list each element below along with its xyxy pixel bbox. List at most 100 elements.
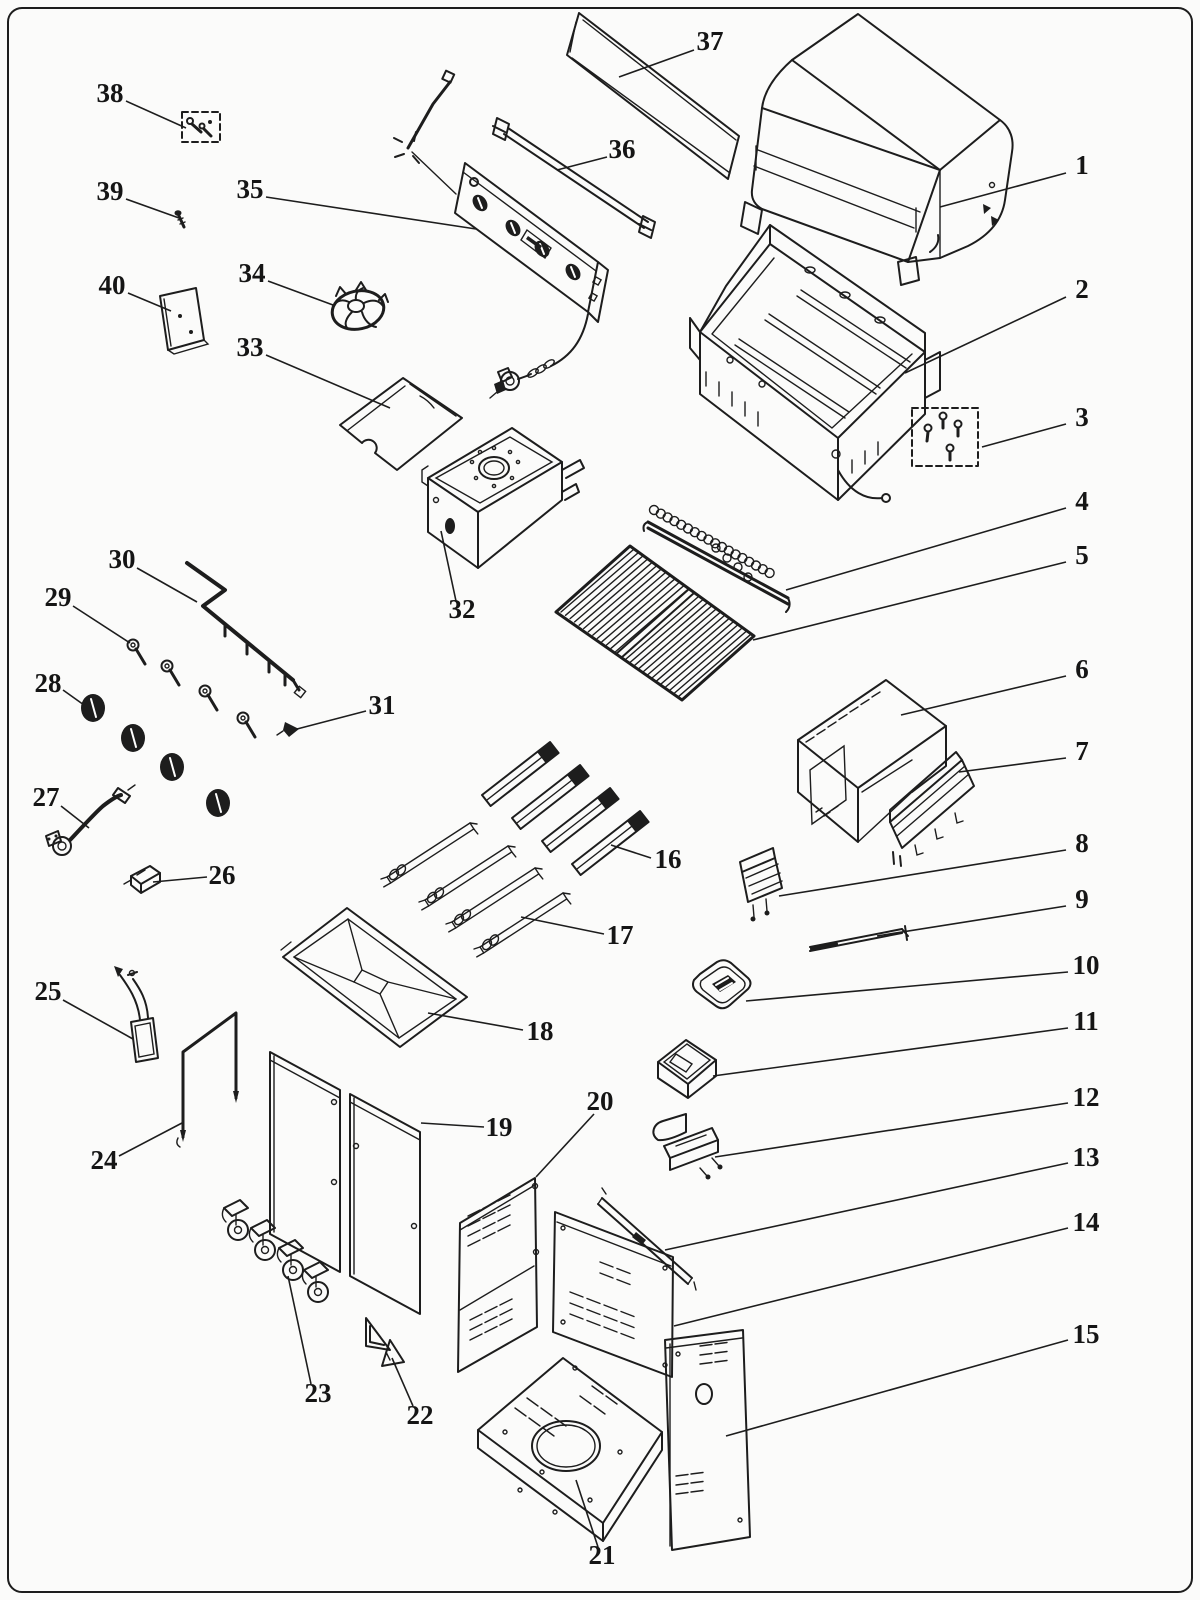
leader-line-grease-cup [712, 1027, 1069, 1077]
part-art-16-heat-plates [481, 741, 650, 876]
part-number-lid-assembly: 1 [1075, 150, 1089, 180]
part-art-39-screw [174, 210, 186, 229]
part-number-lid-hardware-pack: 38 [97, 78, 124, 108]
part-number-burner-tubes: 17 [607, 920, 634, 950]
leader-line-firebox-hardware-pack [981, 423, 1067, 448]
part-number-igniter-module: 25 [35, 976, 62, 1006]
part-art-38-lid-hardware-pack [181, 111, 221, 143]
part-number-valve-stems: 29 [45, 582, 72, 612]
leader-line-handle-bar [556, 156, 608, 171]
leader-line-igniter-module [62, 999, 134, 1040]
part-number-handle-bar: 36 [609, 134, 636, 164]
leader-line-firebox [904, 296, 1067, 374]
leader-line-side-burner-cover [265, 354, 391, 409]
part-art-20-left-side-panel [457, 1177, 540, 1373]
part-art-26-igniter-switch [123, 865, 161, 894]
part-number-tank-bracket: 12 [1073, 1082, 1100, 1112]
part-number-grease-funnel-pan: 18 [527, 1016, 554, 1046]
part-art-14-front-inner-panel [552, 1211, 674, 1378]
leader-line-side-burner-box [440, 530, 457, 602]
leader-line-right-side-panel [725, 1339, 1069, 1437]
leader-line-manifold-fitting [296, 710, 367, 730]
leader-line-control-knobs [62, 689, 85, 706]
part-number-control-panel: 35 [237, 174, 264, 204]
part-number-left-side-panel: 20 [587, 1086, 614, 1116]
part-number-heat-plates: 16 [655, 844, 682, 874]
part-art-32-side-burner-box [421, 427, 585, 569]
part-art-1-lid-assembly [740, 13, 1014, 286]
part-number-grease-tray-housing: 6 [1075, 654, 1089, 684]
part-number-heat-shield-plate: 37 [697, 26, 724, 56]
leader-line-cart-doors [420, 1122, 485, 1128]
callout-layer: 1234567891011121314151617181920212223242… [33, 26, 1100, 1570]
part-number-warming-rack: 4 [1075, 486, 1089, 516]
leader-line-grease-funnel-pan [427, 1012, 524, 1031]
part-number-right-side-panel: 15 [1073, 1319, 1100, 1349]
part-art-35-control-panel [393, 69, 609, 399]
part-art-12-tank-bracket [652, 1113, 723, 1180]
leader-line-grease-tray-housing [900, 675, 1067, 716]
part-art-5-cooking-grates [554, 544, 756, 702]
part-art-40-small-mounting-plate [159, 287, 210, 355]
leader-line-manifold [136, 567, 198, 603]
part-art-4-warming-rack [642, 504, 791, 613]
part-number-cart-bottom-shelf: 21 [589, 1540, 616, 1570]
leader-line-screw [125, 198, 180, 219]
part-art-3-hardware-pack [911, 407, 979, 467]
leader-line-side-burner-grate [267, 280, 334, 306]
leader-line-cart-bottom-shelf [575, 1479, 599, 1548]
leader-line-lid-assembly [939, 172, 1067, 208]
leader-line-igniter-wire [118, 1122, 183, 1157]
part-number-manifold-fitting: 31 [369, 690, 396, 720]
part-number-control-knobs: 28 [35, 668, 62, 698]
leader-line-hose-and-regulator [60, 805, 90, 829]
part-art-21-cart-bottom-shelf [477, 1357, 663, 1542]
leader-line-support-rod [876, 905, 1067, 937]
leader-line-rear-hook-panel [958, 757, 1067, 773]
part-art-29-valve-stems [126, 638, 257, 739]
part-number-mounting-bracket: 8 [1075, 828, 1089, 858]
part-art-31-manifold-fitting [276, 722, 299, 737]
part-art-8-bracket [739, 847, 783, 922]
part-art-2-firebox [689, 224, 941, 503]
part-number-screw: 39 [97, 176, 124, 206]
leader-line-lid-hardware-pack [125, 100, 187, 129]
part-number-front-inner-panel: 14 [1073, 1207, 1100, 1237]
part-number-side-burner-cover: 33 [237, 332, 264, 362]
part-art-24-igniter-wire [176, 1011, 239, 1148]
part-number-corner-brackets: 22 [407, 1400, 434, 1430]
leader-line-cooking-grates [752, 561, 1067, 641]
part-art-28-control-knobs [81, 694, 230, 817]
leader-line-tank-bracket [714, 1102, 1069, 1158]
part-art-13-trim-rail [597, 1187, 697, 1291]
leader-line-warming-rack [785, 507, 1067, 591]
leader-line-trim-rail [664, 1162, 1069, 1251]
part-number-rear-hook-panel: 7 [1075, 736, 1089, 766]
part-art-37-heat-shield-plate [566, 12, 740, 180]
part-number-side-burner-box: 32 [449, 594, 476, 624]
part-art-25-igniter-module [114, 966, 159, 1063]
artwork-layer [45, 12, 1014, 1551]
part-art-6-grease-tray-housing [797, 679, 947, 843]
leader-line-drip-tray [745, 971, 1069, 1002]
leader-line-heat-shield-plate [618, 49, 695, 78]
part-number-grease-cup: 11 [1073, 1006, 1099, 1036]
part-number-side-burner-grate: 34 [239, 258, 266, 288]
part-number-firebox-hardware-pack: 3 [1075, 402, 1089, 432]
part-art-15-right-side-panel [664, 1329, 751, 1551]
part-number-casters: 23 [305, 1378, 332, 1408]
part-art-18-grease-funnel-pan [280, 907, 468, 1048]
part-art-27-hose-and-regulator [45, 784, 136, 856]
leader-line-burner-tubes [520, 916, 605, 935]
part-art-11-grease-cup [657, 1039, 717, 1099]
leader-line-corner-brackets [391, 1357, 414, 1407]
leader-line-valve-stems [72, 605, 131, 644]
part-number-trim-rail: 13 [1073, 1142, 1100, 1172]
part-art-22-corner-brackets [365, 1317, 405, 1367]
leader-line-control-panel [265, 196, 477, 230]
part-number-manifold: 30 [109, 544, 136, 574]
leader-line-mounting-bracket [778, 849, 1067, 897]
part-number-drip-tray: 10 [1073, 950, 1100, 980]
leader-line-small-mounting-plate [127, 292, 172, 312]
part-art-30-manifold [185, 561, 307, 699]
